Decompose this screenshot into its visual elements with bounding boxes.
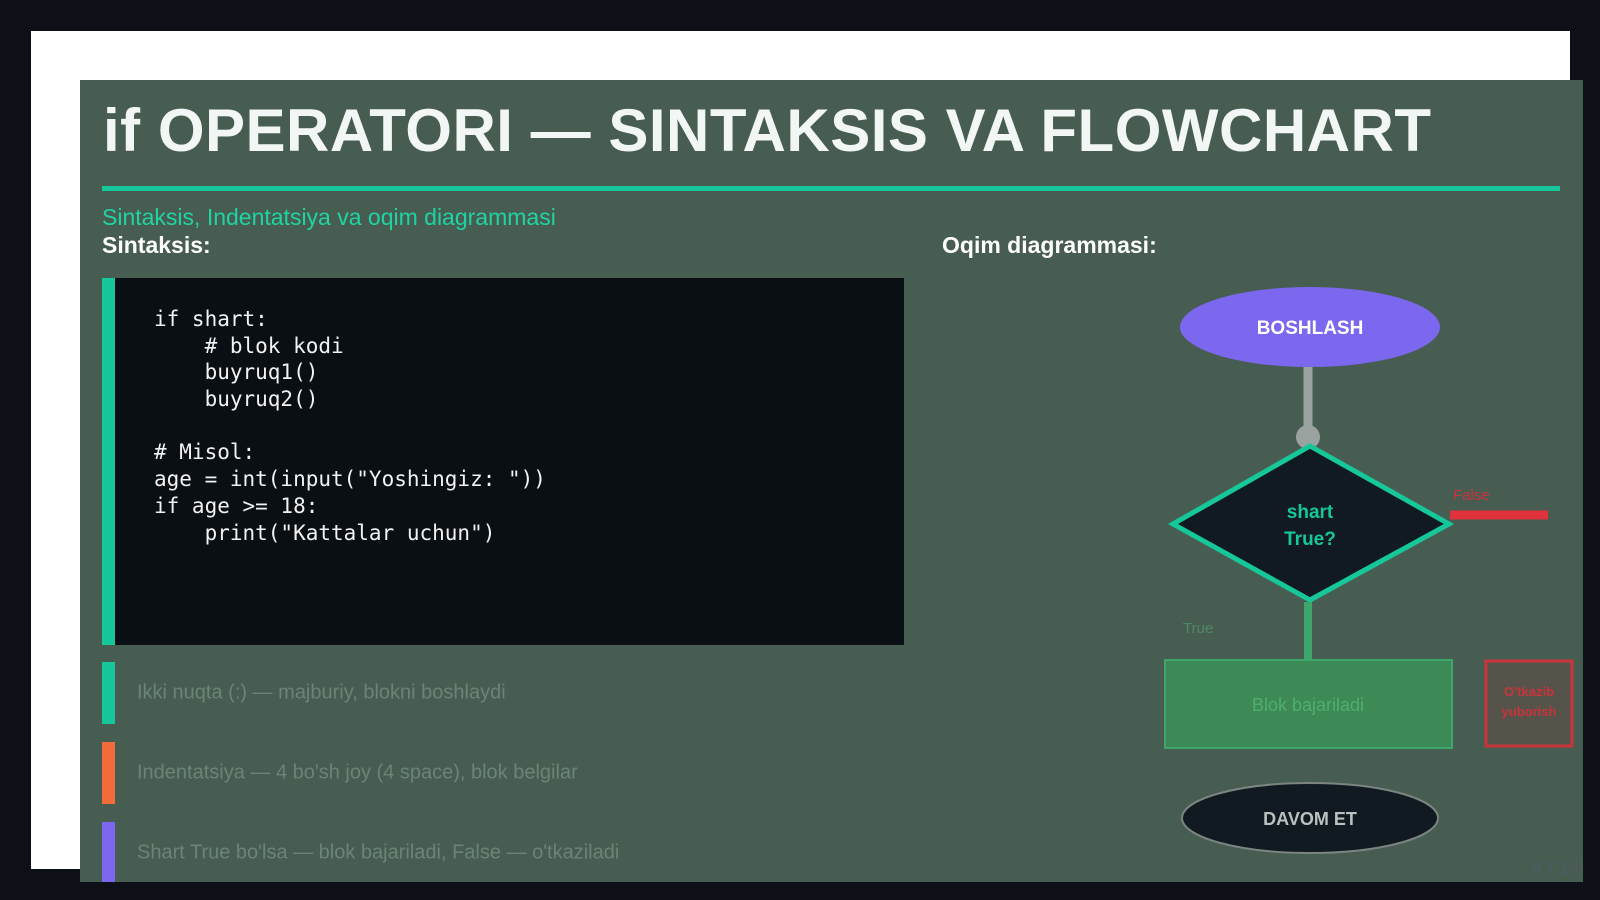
code-line: buyruq1() xyxy=(154,360,319,385)
decision-label-line2: True? xyxy=(1284,529,1336,550)
code-line: print("Kattalar uchun") xyxy=(154,520,496,545)
code-line xyxy=(154,413,546,440)
code-line: # Misol: xyxy=(154,440,256,465)
block-node xyxy=(1164,659,1453,749)
code-line: # blok kodi xyxy=(154,333,344,358)
bullet-text: Ikki nuqta (:) — majburiy, blokni boshla… xyxy=(137,681,506,704)
code-block: if shart: # blok kodi buyruq1() buyruq2(… xyxy=(102,278,904,645)
end-label: DAVOM ET xyxy=(1263,809,1357,829)
connector-joint xyxy=(1296,425,1320,449)
bullet-text: Indentatsiya — 4 bo'sh joy (4 space), bl… xyxy=(137,761,578,784)
flowchart-heading: Oqim diagrammasi: xyxy=(942,232,1157,258)
page-indicator: 4 / 14 xyxy=(1532,858,1580,879)
code-accent-bar xyxy=(102,278,115,645)
block-label: Blok bajariladi xyxy=(1252,695,1364,715)
false-label: False xyxy=(1453,487,1490,504)
syntax-heading: Sintaksis: xyxy=(102,232,211,258)
code-line: if age >= 18: xyxy=(154,493,319,518)
bullet-condition: Shart True bo'lsa — blok bajariladi, Fal… xyxy=(102,822,802,882)
end-node xyxy=(1181,782,1439,854)
bullet-colon: Ikki nuqta (:) — majburiy, blokni boshla… xyxy=(102,662,802,724)
skip-label-line1: O'tkazib xyxy=(1504,684,1554,699)
slide-subtitle: Sintaksis, Indentatsiya va oqim diagramm… xyxy=(102,204,556,230)
true-label: True xyxy=(1183,620,1213,637)
title-underline xyxy=(102,186,1560,191)
decision-label-line1: shart xyxy=(1287,502,1334,523)
start-label: BOSHLASH xyxy=(1257,318,1364,339)
bullet-indentation: Indentatsiya — 4 bo'sh joy (4 space), bl… xyxy=(102,742,802,804)
skip-node xyxy=(1484,659,1574,748)
decision-node xyxy=(1167,443,1455,603)
slide-frame: if OPERATORI — SINTAKSIS VA FLOWCHART Si… xyxy=(31,31,1583,882)
slide: if OPERATORI — SINTAKSIS VA FLOWCHART Si… xyxy=(80,80,1583,882)
skip-label-line2: yuborish xyxy=(1502,704,1557,719)
code-line: age = int(input("Yoshingiz: ")) xyxy=(154,467,546,492)
slide-title: if OPERATORI — SINTAKSIS VA FLOWCHART xyxy=(103,97,1432,164)
code-line: if shart: xyxy=(154,307,268,331)
bullet-text: Shart True bo'lsa — blok bajariladi, Fal… xyxy=(137,841,620,864)
code-lines: if shart: # blok kodi buyruq1() buyruq2(… xyxy=(154,306,546,546)
code-line: buyruq2() xyxy=(154,387,319,412)
bullet-bar-orange xyxy=(102,742,115,804)
bullet-bar-green xyxy=(102,662,115,724)
start-node xyxy=(1180,287,1440,367)
bullet-bar-purple xyxy=(102,822,115,882)
